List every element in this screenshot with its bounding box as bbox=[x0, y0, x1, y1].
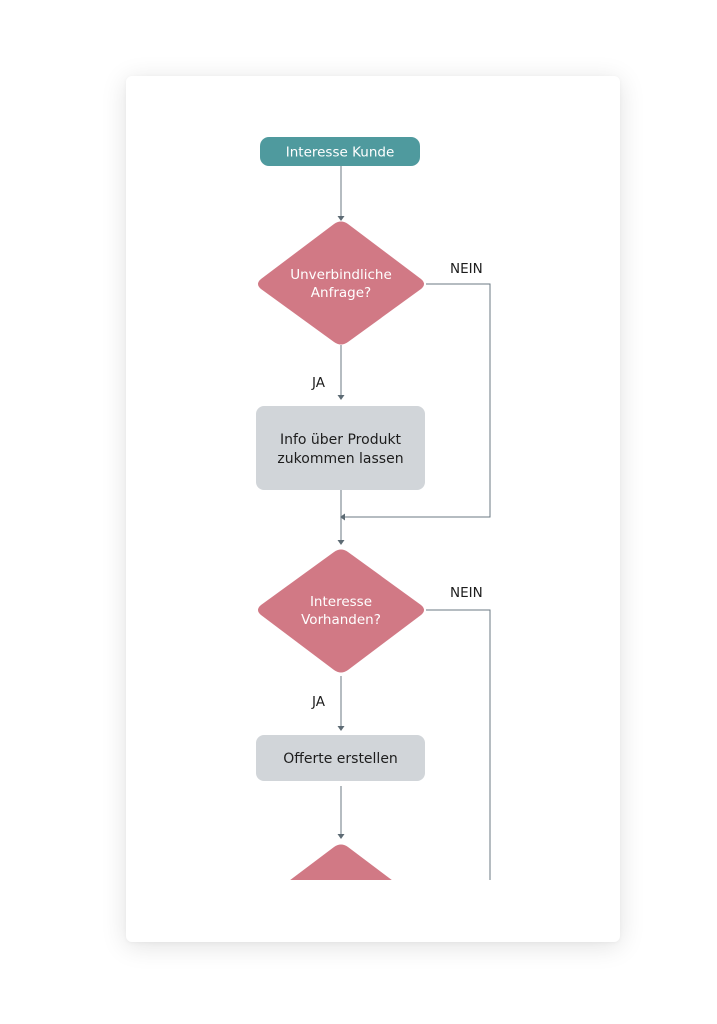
connector-decision-1-no bbox=[344, 283, 491, 518]
arrowhead bbox=[337, 726, 345, 731]
arrowhead bbox=[337, 395, 345, 400]
process-2-shape bbox=[256, 735, 425, 781]
connectors bbox=[337, 166, 491, 880]
decision-2-shape bbox=[258, 549, 424, 673]
decision-1-shape bbox=[258, 221, 424, 345]
decision-2-label-line-1: Interesse bbox=[310, 594, 372, 610]
decision-node-2: Interesse Vorhanden? bbox=[258, 549, 424, 673]
decision-1-no-label: NEIN bbox=[450, 261, 483, 277]
process-1-label-line-1: Info über Produkt bbox=[280, 432, 402, 448]
process-1-label-line-2: zukommen lassen bbox=[277, 451, 403, 467]
decision-1-yes-label: JA bbox=[311, 375, 326, 391]
arrowhead bbox=[337, 834, 345, 839]
start-node-shape bbox=[260, 137, 420, 166]
decision-2-label-line-2: Vorhanden? bbox=[301, 612, 381, 628]
flowchart-canvas: Interesse Kunde Unverbindliche Anfrage? … bbox=[256, 137, 491, 880]
flowchart-card: Interesse Kunde Unverbindliche Anfrage? … bbox=[126, 76, 620, 942]
process-node-1: Info über Produkt zukommen lassen bbox=[256, 406, 425, 490]
arrowhead bbox=[337, 540, 345, 545]
arrowhead bbox=[337, 216, 345, 221]
decision-1-label-line-2: Anfrage? bbox=[311, 285, 371, 301]
process-2-label: Offerte erstellen bbox=[283, 751, 398, 767]
process-1-shape bbox=[256, 406, 425, 490]
decision-1-label-line-1: Unverbindliche bbox=[290, 267, 392, 283]
decision-node-1: Unverbindliche Anfrage? bbox=[258, 221, 424, 345]
process-node-2: Offerte erstellen bbox=[256, 735, 425, 781]
decision-2-yes-label: JA bbox=[311, 694, 326, 710]
start-node: Interesse Kunde bbox=[260, 137, 420, 166]
decision-2-no-label: NEIN bbox=[450, 585, 483, 601]
arrowhead bbox=[340, 513, 345, 521]
decision-node-3-partial bbox=[290, 844, 392, 880]
decision-3-shape bbox=[290, 844, 392, 880]
start-node-label: Interesse Kunde bbox=[286, 145, 395, 161]
connector-decision-2-no bbox=[426, 609, 491, 880]
